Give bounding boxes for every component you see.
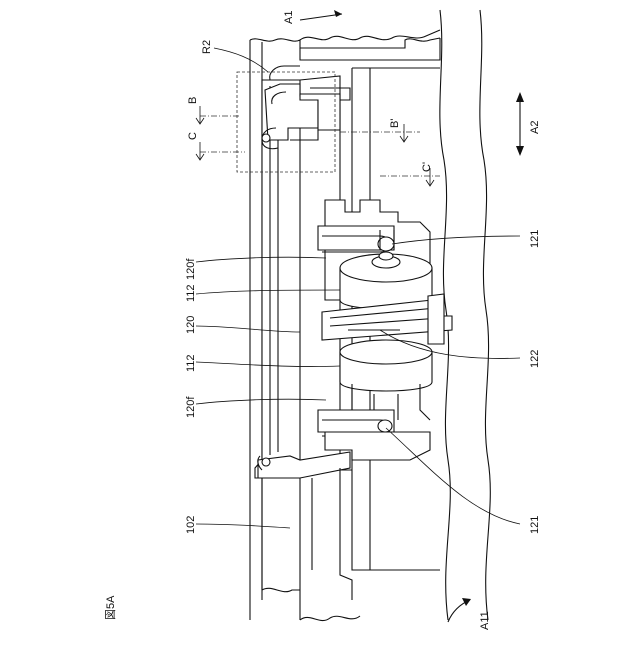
label-120f-bottom: 120f [185, 396, 197, 418]
label-102: 102 [185, 516, 197, 534]
label-a2: A2 [529, 121, 541, 134]
label-r2: R2 [201, 40, 213, 54]
figure-label: 図5A [104, 595, 117, 620]
arrow-a11 [448, 598, 471, 622]
label-c: C [187, 132, 199, 140]
label-121-bottom: 121 [529, 516, 541, 534]
lower-body-102 [262, 468, 360, 621]
top-bracket [262, 84, 350, 149]
label-122: 122 [529, 350, 541, 368]
label-121-top: 121 [529, 230, 541, 248]
label-120f-top: 120f [185, 258, 197, 280]
label-120: 120 [185, 316, 197, 334]
label-a1: A1 [283, 11, 295, 24]
arrow-a1 [300, 10, 342, 20]
label-112-top: 112 [185, 284, 197, 302]
label-112-bottom: 112 [185, 354, 197, 372]
arrow-a2 [516, 92, 524, 156]
label-b-prime: B' [389, 119, 401, 128]
label-c-prime: C' [421, 162, 433, 172]
label-a11: A11 [479, 611, 491, 630]
label-b: B [187, 97, 199, 104]
